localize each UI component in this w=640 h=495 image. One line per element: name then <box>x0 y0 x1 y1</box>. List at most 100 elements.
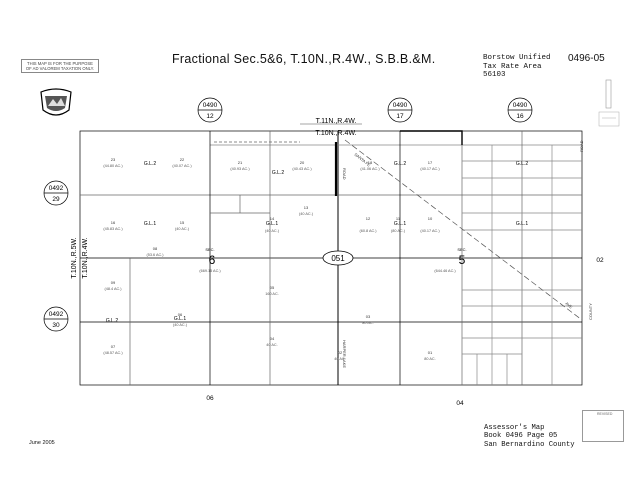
parcel-number: 22 <box>180 157 185 162</box>
parcel-area: (40.93 AC.) <box>230 167 250 171</box>
parcel-number: 15 <box>180 220 185 225</box>
revised-box: REVISED <box>582 410 624 442</box>
parcel-area: (40.17 AC.) <box>420 167 440 171</box>
parcel-number: 21 <box>238 160 243 165</box>
gov-lot: G.L.1 <box>266 221 278 227</box>
parcel-number: 03 <box>366 314 371 319</box>
parcel-area: (60.8 AC.) <box>359 229 377 233</box>
gov-lot: G.L.2 <box>516 161 528 167</box>
gov-lot: G.L.1 <box>144 221 156 227</box>
parcel-number: 20 <box>300 160 305 165</box>
parcel-number: 17 <box>428 160 433 165</box>
gov-lot: G.L.1 <box>174 316 186 322</box>
parcel-area: (40 AC.) <box>265 229 280 233</box>
section-6-area: (669.15 AC.) <box>199 269 221 273</box>
tax-rate-area-label: Tax Rate Area <box>483 62 542 71</box>
edge-page-south-east: 04 <box>456 400 464 407</box>
gov-lot: G.L.1 <box>516 221 528 227</box>
north-arrow-icon <box>598 79 620 127</box>
parcel-area: (40.17 AC.) <box>420 229 440 233</box>
parcel-area: (41.06 AC.) <box>360 167 380 171</box>
county-seal-icon <box>40 88 72 116</box>
section-5-prefix: SEC. <box>457 247 466 252</box>
county-label: COUNTY <box>588 303 593 320</box>
map-title: Fractional Sec.5&6, T.10N.,R.4W., S.B.B.… <box>172 52 436 66</box>
parcel-area: (40 AC.) <box>299 212 314 216</box>
book-badge-051 <box>322 250 354 266</box>
parcel-area: (40.07 AC.) <box>172 164 192 168</box>
section-6-prefix: SEC. <box>205 247 214 252</box>
adjacent-page: 29 <box>52 196 60 203</box>
parcel-number: 05 <box>270 285 275 290</box>
footer-line-3: San Bernardino County <box>484 440 575 449</box>
parcel-number: 06 <box>178 312 183 317</box>
parcel-area: 80 AC. <box>424 357 435 361</box>
adjacent-page: 30 <box>52 322 60 329</box>
tax-rate-area-number: 56103 <box>483 71 506 80</box>
parcel-number: 09 <box>111 280 116 285</box>
parcel-number: 18 <box>368 160 373 165</box>
tax-purpose-notice: THIS MAP IS FOR THE PURPOSE OF AD VALORE… <box>21 59 99 73</box>
parcel-area: (80 AC.) <box>391 229 406 233</box>
gov-lot: G.L.2 <box>106 318 118 324</box>
parcel-area: (44.80 AC.) <box>103 164 123 168</box>
footer-line-1: Assessor's Map <box>484 424 545 432</box>
adjacent-book: 0492 <box>49 311 64 318</box>
parcel-number: 13 <box>304 205 309 210</box>
township-left-east: T.10N.,R.4W. <box>82 237 89 278</box>
parcel-area: (40 AC.) <box>175 227 190 231</box>
edge-page-east: 02 <box>596 257 604 264</box>
parcel-area: 160 AC. <box>265 292 279 296</box>
santa-fe-railroad <box>344 139 583 321</box>
adjacent-book: 0490 <box>513 102 528 109</box>
school-district: Borstow Unified <box>483 54 551 62</box>
parcel-area: (40.43 AC.) <box>292 167 312 171</box>
edge-page-south-west: 06 <box>206 395 214 402</box>
gov-lot: G.L.2 <box>272 170 284 176</box>
parcel-area: (53.6 AC.) <box>146 253 164 257</box>
section-5-area: (644.46 AC.) <box>434 269 456 273</box>
parcel-number: 01 <box>428 350 433 355</box>
parcel-number: 23 <box>111 157 116 162</box>
road-right-label: ROAD <box>579 140 584 152</box>
parcel-number: 08 <box>153 246 158 251</box>
parcel-number: 04 <box>270 336 275 341</box>
adjacent-book: 0490 <box>203 102 218 109</box>
road-left-label: ROAD <box>342 168 347 180</box>
parcel-number: 14 <box>270 216 275 221</box>
book-badge-label: 051 <box>331 254 345 263</box>
map-number: 0496-05 <box>568 53 605 64</box>
parcel-area: (48.4 AC.) <box>104 287 122 291</box>
map-date: June 2005 <box>29 440 55 446</box>
parcel-number: 02 <box>338 350 343 355</box>
section-6-number: 6 <box>209 253 216 267</box>
parcel-number: 11 <box>396 216 401 221</box>
adjacent-page: 12 <box>206 113 214 120</box>
township-top-south: T.10N.,R.4W. <box>315 130 356 137</box>
parcel-number: 07 <box>111 344 116 349</box>
parcel-area: (48.57 AC.) <box>103 351 123 355</box>
township-top-north: T.11N.,R.4W. <box>316 118 357 125</box>
gov-lot: G.L.2 <box>144 161 156 167</box>
parcel-area: 80 AC. <box>362 321 373 325</box>
parcel-area: 40 AC. <box>266 343 277 347</box>
adjacent-book: 0492 <box>49 185 64 192</box>
assessor-footer: Assessor's Map Book 0496 Page 05 San Ber… <box>484 424 575 449</box>
ave-label: AVE <box>564 301 573 310</box>
gov-lot: G.L.1 <box>394 221 406 227</box>
parcel-area: (40 AC.) <box>173 323 188 327</box>
parcel-area: (45.83 AC.) <box>103 227 123 231</box>
section-5-number: 5 <box>459 253 466 267</box>
adjacent-book: 0490 <box>393 102 408 109</box>
township-left-west: T.10N.,R.5W. <box>71 237 78 278</box>
parcel-number: 10 <box>428 216 433 221</box>
gov-lot: G.L.2 <box>394 161 406 167</box>
revised-label: REVISED <box>597 412 613 416</box>
harper-lake-label: HARPER LAKE <box>342 340 347 368</box>
parcel-area: 40 AC. <box>334 357 345 361</box>
footer-line-2: Book 0496 Page 05 <box>484 432 558 441</box>
adjacent-page: 16 <box>516 113 524 120</box>
parcel-number: 16 <box>111 220 116 225</box>
parcel-number: 12 <box>366 216 371 221</box>
